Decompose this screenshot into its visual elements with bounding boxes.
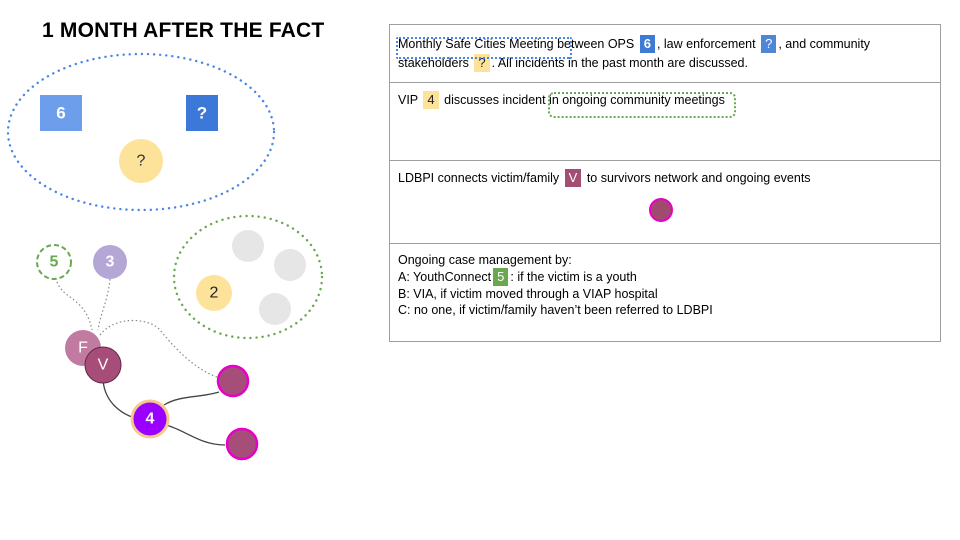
row4-text: : if the victim is a youth [510, 270, 637, 284]
network-diagram: 6 ? ? 2 5 3 F V 4 [6, 52, 324, 461]
victim-label: V [98, 357, 109, 374]
vip-badge: 4 [423, 91, 439, 109]
family-label: F [78, 340, 88, 357]
community-highlight [548, 92, 736, 118]
table-row: LDBPI connects victim/family V to surviv… [390, 161, 940, 244]
meeting-group-outline [6, 52, 276, 212]
law-badge: ? [761, 35, 777, 53]
youthconnect-label: 5 [50, 254, 59, 271]
node-2-circle [196, 275, 232, 311]
gray-circle [232, 230, 264, 262]
survivors-group-outline [172, 214, 324, 340]
row2-text: discusses incident in ongoing community … [444, 93, 725, 107]
table-row: Monthly Safe Cities Meeting between OPS … [390, 25, 940, 83]
ops-square [40, 95, 82, 131]
vip-label: 4 [146, 411, 155, 428]
link-3-to-f [97, 278, 111, 331]
link-4-to-bottom-pink [165, 424, 226, 446]
row2-text: VIP [398, 93, 418, 107]
link-v-to-4 [102, 379, 136, 419]
node-3-circle [93, 245, 127, 279]
gray-circle [274, 249, 306, 281]
link-5-to-f [55, 277, 93, 331]
slide-title: 1 MONTH AFTER THE FACT [42, 19, 325, 42]
node-2-label: 2 [210, 285, 219, 302]
ops-label: 6 [56, 104, 65, 123]
node-3-label: 3 [106, 254, 115, 271]
stakeholder-label: ? [137, 153, 146, 170]
survivor-dot [649, 198, 673, 222]
table-row: Ongoing case management by: A: YouthConn… [390, 244, 940, 341]
row1-text: Monthly Safe Cities Meeting between OPS [398, 37, 635, 51]
stakeholder-circle [119, 139, 163, 183]
survivor-pink-circle [225, 427, 259, 461]
row4-line-b: B: VIA, if victim moved through a VIAP h… [398, 287, 658, 301]
ops-badge: 6 [639, 35, 655, 53]
row1-text: . All incidents in the past month are di… [491, 56, 748, 70]
link-4-to-top-pink [163, 391, 220, 406]
meeting-highlight [396, 37, 572, 59]
row1-text: , law enforcement [656, 37, 756, 51]
youthconnect-badge: 5 [493, 268, 509, 286]
table-row: VIP 4 discusses incident in ongoing comm… [390, 83, 940, 161]
victim-circle [84, 346, 122, 384]
survivor-pink-circle [216, 364, 250, 398]
row1-text: , and community stakeholders [398, 37, 871, 70]
row4-line-c: C: no one, if victim/family haven’t been… [398, 303, 713, 317]
row4-heading: Ongoing case management by: [398, 253, 572, 267]
row4-text: A: YouthConnect [398, 270, 492, 284]
law-enforcement-square [186, 95, 218, 131]
row3-text: LDBPI connects victim/family [398, 171, 560, 185]
link-f-to-top [99, 319, 221, 379]
youthconnect-circle [36, 244, 72, 280]
vip-circle [130, 399, 170, 439]
law-enforcement-label: ? [197, 104, 207, 123]
gray-circle [259, 293, 291, 325]
victim-badge: V [564, 169, 582, 187]
row3-text: to survivors network and ongoing events [586, 171, 811, 185]
steps-table: Monthly Safe Cities Meeting between OPS … [389, 24, 941, 342]
